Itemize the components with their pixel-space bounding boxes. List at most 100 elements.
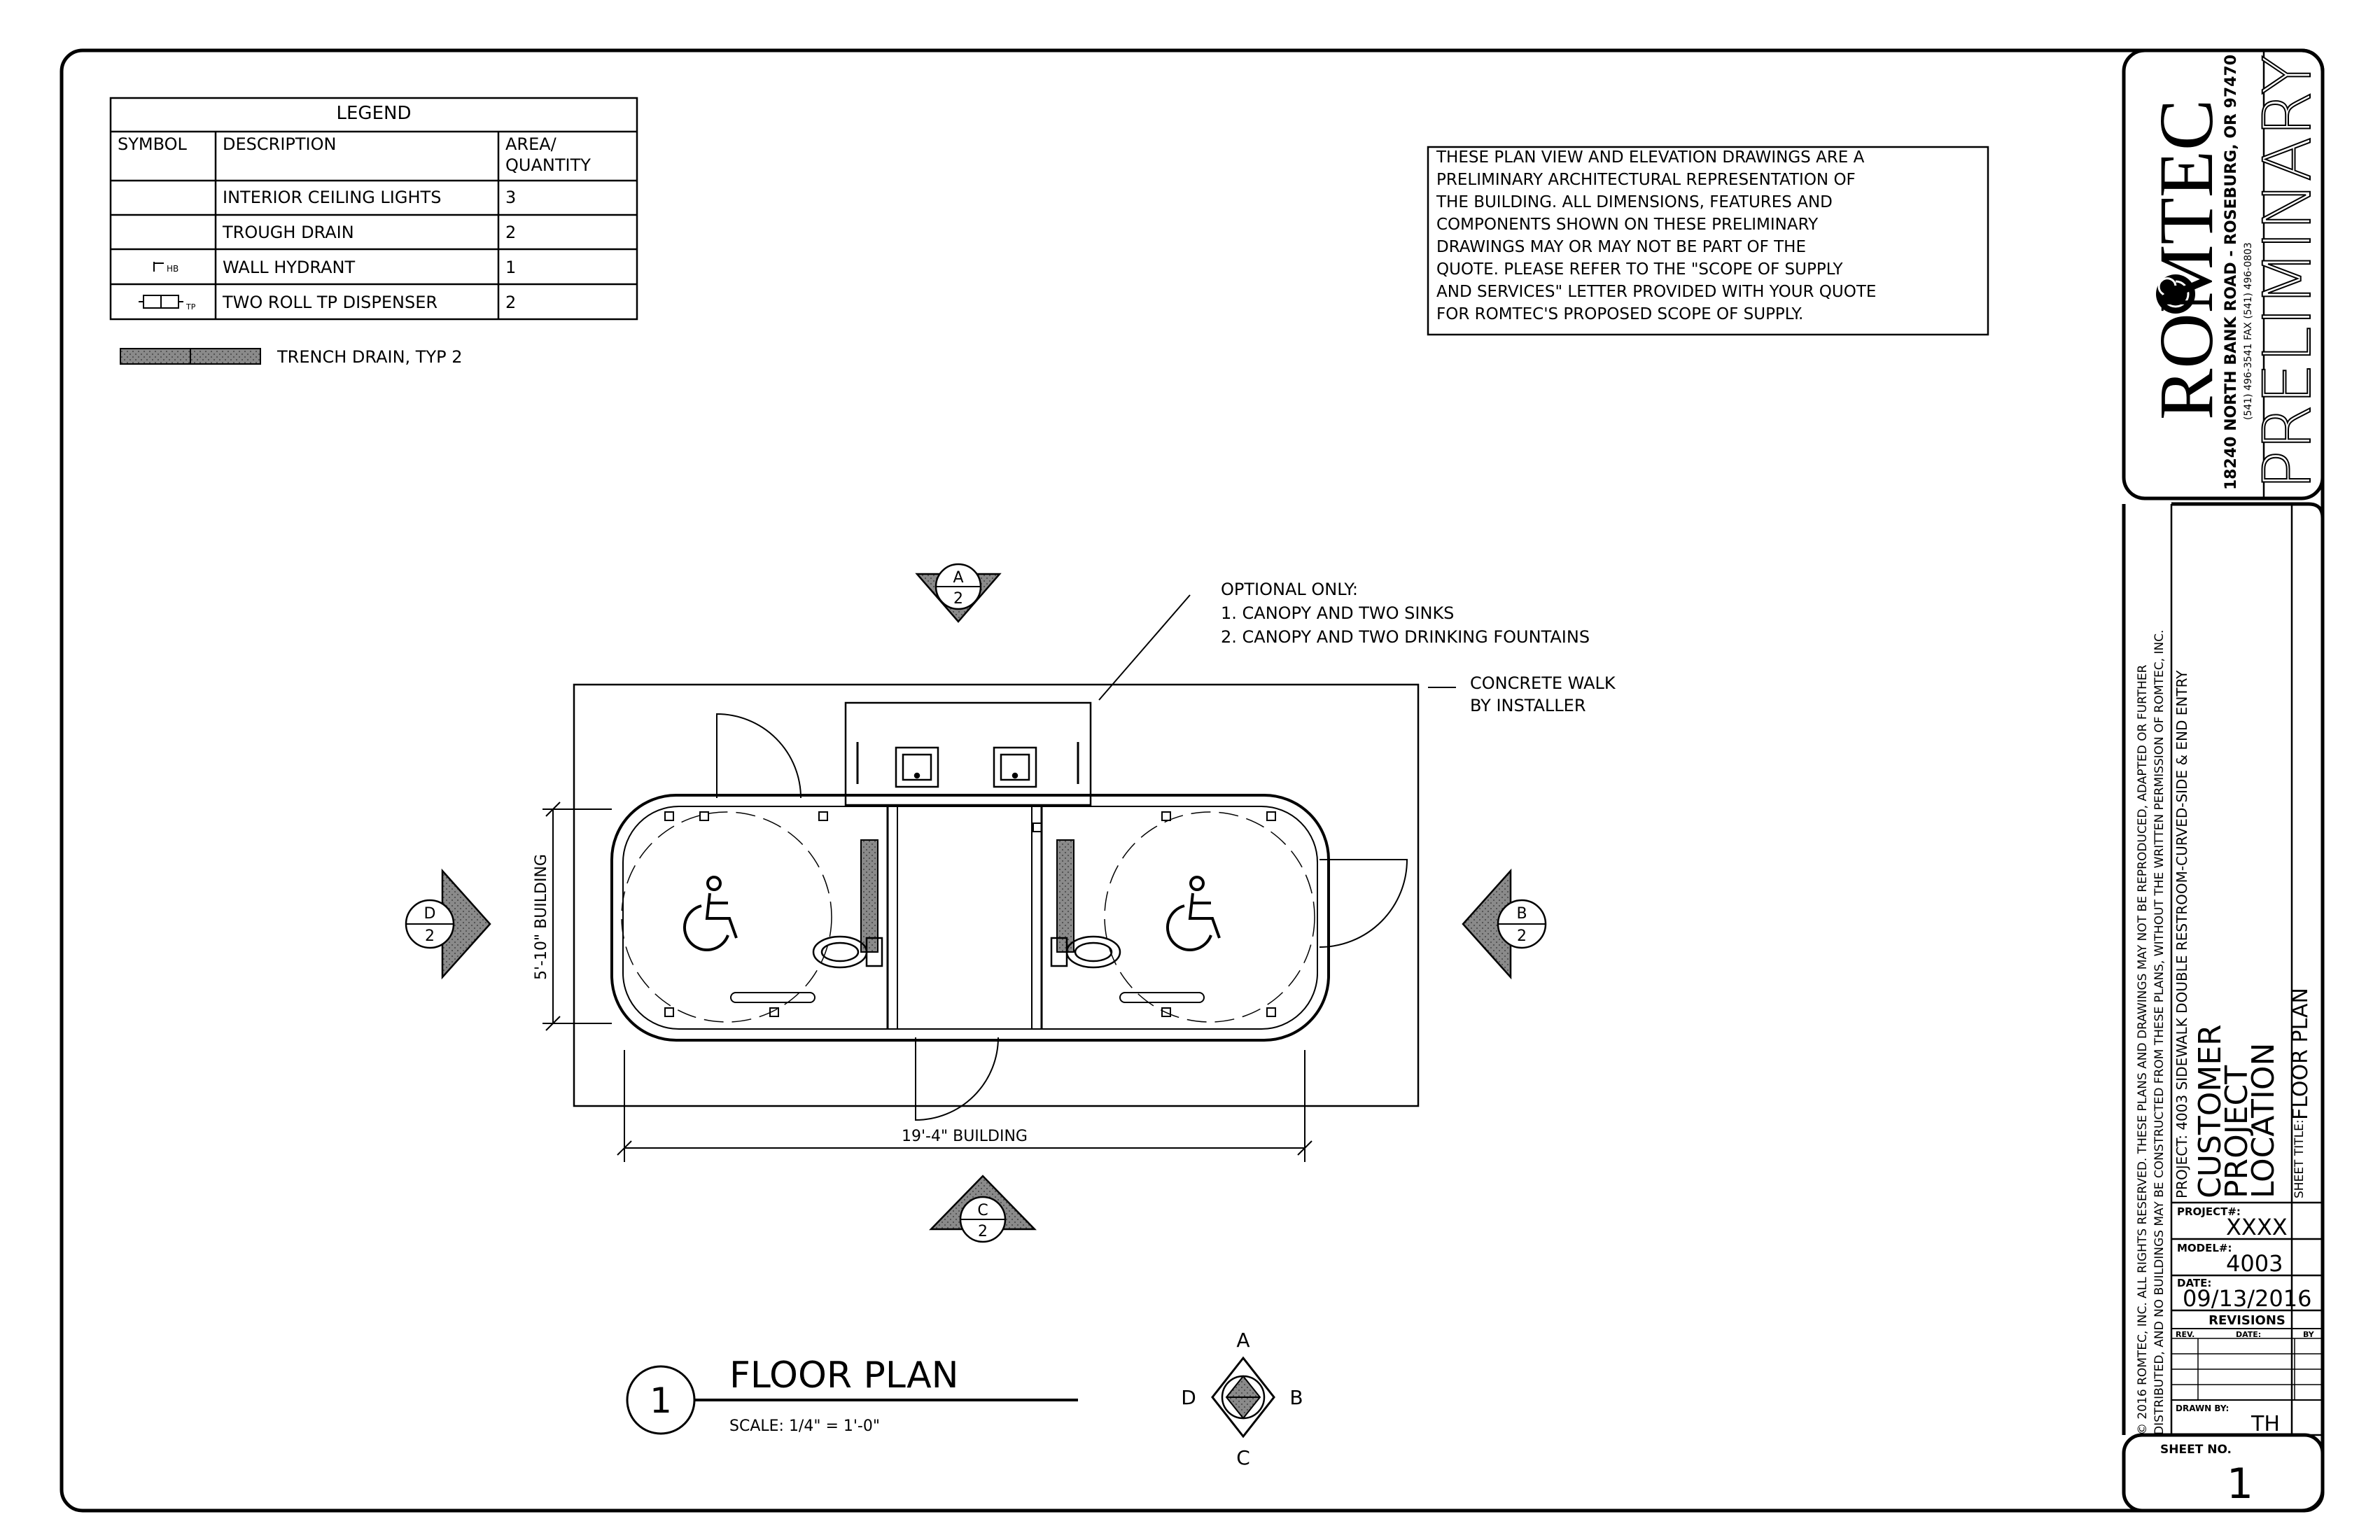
project-number: XXXX [2226,1214,2288,1240]
customer-label: CUSTOMER [2192,1024,2228,1198]
disclaimer-line: PRELIMINARY ARCHITECTURAL REPRESENTATION… [1436,171,1856,189]
canopy-outline [844,701,1092,806]
revision-rev-header: REV. [2176,1330,2194,1339]
legend-row-symbol: HB [167,264,178,274]
section-marker-c [929,1175,1037,1243]
optional-note-2: 2. CANOPY AND TWO DRINKING FOUNTAINS [1221,627,1590,647]
section-c-letter: C [977,1202,988,1219]
revision-date-header: DATE: [2236,1330,2261,1339]
legend-header-symbol: SYMBOL [118,134,188,154]
romtec-phone: (541) 496-3541 FAX (541) 496-0803 [2243,242,2254,420]
optional-note-title: OPTIONAL ONLY: [1221,580,1358,599]
legend-header-area: AREA/ [505,134,557,154]
drawn-by-label: DRAWN BY: [2176,1404,2229,1413]
date-label: DATE: [2177,1277,2211,1289]
disclaimer-line: FOR ROMTEC'S PROPOSED SCOPE OF SUPPLY. [1436,305,1803,323]
legend-row-qty: 3 [505,188,516,207]
disclaimer-line: QUOTE. PLEASE REFER TO THE "SCOPE OF SUP… [1436,260,1843,279]
accessible-symbol-west-icon [682,876,738,951]
disclaimer-line: THE BUILDING. ALL DIMENSIONS, FEATURES A… [1436,193,1833,211]
location-label: LOCATION [2246,1043,2281,1198]
romtec-address: 18240 NORTH BANK ROAD - ROSEBURG, OR 974… [2222,55,2240,490]
project-label: PROJECT [2219,1065,2255,1198]
disclaimer-box [1427,146,1989,336]
section-d-sheet: 2 [425,927,435,945]
legend-row-desc: TROUGH DRAIN [222,223,354,242]
compass-b: B [1289,1386,1303,1409]
building-inner-wall [622,806,1318,1030]
width-dimension-label: 19'-4" BUILDING [902,1128,1028,1145]
hydrant-symbol-icon [153,262,164,272]
section-marker-b [1462,868,1547,980]
section-a-sheet: 2 [953,590,963,608]
section-c-sheet: 2 [978,1223,988,1240]
legend-title: LEGEND [337,103,412,124]
legend-row-qty: 2 [505,223,516,242]
ceiling-light-markers [664,811,1276,1017]
legend-row-desc: TWO ROLL TP DISPENSER [222,293,438,312]
preliminary-stamp: PRELIMINARY [2250,55,2326,490]
romtec-swirl-icon [2156,274,2195,314]
compass-a: A [1236,1329,1250,1352]
trench-drain-east [1056,839,1074,953]
building-outline [610,794,1330,1042]
door-swing-nw [716,713,802,799]
door-swing-east [1319,859,1408,948]
sheet-number: 1 [2227,1460,2253,1508]
trench-drain-label: TRENCH DRAIN, TYP 2 [276,347,462,367]
drawing-scale: SCALE: 1/4" = 1'-0" [729,1418,880,1435]
sheet-title-label: SHEET TITLE: [2292,1119,2306,1198]
copyright-line-1: © 2016 ROMTEC, INC. ALL RIGHTS RESERVED.… [2136,664,2150,1435]
sheet-no-panel [2122,1433,2325,1513]
sheet-number-label: SHEET NO. [2160,1443,2232,1457]
optional-leader [1098,594,1191,701]
depth-dimension-label: 5'-10" BUILDING [533,854,550,980]
section-b-sheet: 2 [1517,927,1527,945]
legend-header-description: DESCRIPTION [223,134,336,154]
door-swing-center [915,1037,999,1121]
model-number: 4003 [2226,1250,2283,1277]
optional-note-1: 1. CANOPY AND TWO SINKS [1221,603,1454,623]
project-line: PROJECT: 4003 SIDEWALK DOUBLE RESTROOM-C… [2174,670,2190,1198]
disclaimer-line: THESE PLAN VIEW AND ELEVATION DRAWINGS A… [1436,148,1865,167]
turning-circle-west [621,811,832,1023]
toilet-east-icon [1050,935,1121,969]
accessible-symbol-east-icon [1166,876,1221,951]
concrete-walk-outline [573,683,1420,1107]
turning-circle-east [1104,811,1315,1023]
revisions-heading: REVISIONS [2208,1313,2286,1328]
title-block [2122,48,2325,1513]
walk-note-1: CONCRETE WALK [1470,673,1616,693]
grab-bar-west [730,992,816,1003]
legend-row-desc: WALL HYDRANT [223,258,355,277]
romtec-logo-text: ROMTEC [2143,99,2229,420]
section-marker-a [915,563,1002,623]
legend-table [109,97,638,321]
project-number-label: PROJECT#: [2177,1205,2241,1218]
copyright-line-2: DISTRIBUTED, AND NO BUILDINGS MAY BE CON… [2152,630,2166,1435]
sheet-title: FLOOR PLAN [2288,988,2313,1120]
text-layer: LEGEND SYMBOL DESCRIPTION AREA/ QUANTITY… [118,54,2327,1508]
compass-rose-icon [1211,1356,1275,1438]
tp-dispenser-symbol-icon [139,295,183,309]
trench-drain-west [860,839,878,953]
toilet-west-icon [812,935,883,969]
section-marker-d [405,868,491,980]
grab-bar-east [1119,992,1205,1003]
legend-row-desc: INTERIOR CEILING LIGHTS [223,188,441,207]
floor-plan [573,594,1456,1121]
dimension-lines [542,802,1312,1162]
compass-d: D [1181,1386,1196,1409]
logo-panel [2122,48,2325,500]
section-d-letter: D [424,905,436,923]
section-b-letter: B [1516,905,1527,923]
model-label: MODEL#: [2177,1242,2232,1254]
disclaimer-line: AND SERVICES" LETTER PROVIDED WITH YOUR … [1436,283,1876,301]
compass-c: C [1236,1446,1250,1469]
drawn-by-value: TH [2250,1412,2280,1436]
date-value: 09/13/2016 [2183,1285,2311,1312]
revision-by-header: BY [2303,1330,2315,1339]
section-a-letter: A [953,569,963,587]
walk-note-2: BY INSTALLER [1470,696,1586,715]
